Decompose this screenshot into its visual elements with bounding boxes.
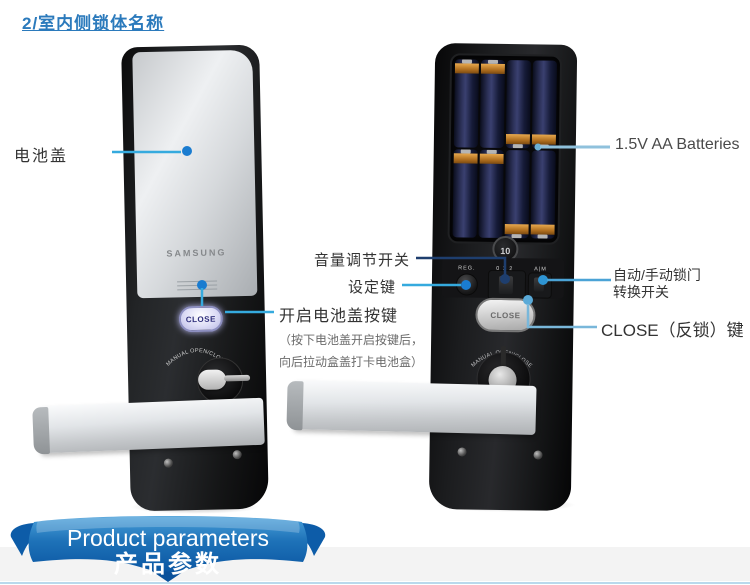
auto-manual-line-1: 自动/手动锁门 [613,267,701,283]
label-open-battery-button: 开启电池盖按键 [279,308,399,325]
note-line-1: （按下电池盖开启按键后， [279,333,424,347]
thumbturn-lever-front [197,369,227,390]
thumbturn-pin-back [500,345,507,369]
page-title: 2/室内侧锁体名称 [22,14,165,33]
battery-cover-release-grip [177,280,218,294]
door-handle-front [32,397,265,455]
label-set-key: 设定键 [347,279,396,296]
banner-text-en: Product parameters [67,525,269,551]
screw [232,450,242,460]
aa-battery [531,60,558,149]
label-battery-cover: 电池盖 [14,148,69,165]
label-volume-switch: 音量调节开关 [313,252,410,269]
screw [457,447,467,457]
aa-battery [530,150,556,239]
brand-logo: SAMSUNG [166,247,227,259]
auto-manual-switch [527,272,553,299]
aa-battery [479,59,506,148]
handle-end-cap [32,406,51,455]
volume-switch [487,269,527,301]
reg-switch-label: REG. [458,265,476,272]
banner-text-zh: 产品参数 [114,550,222,578]
door-handle-back [286,380,537,435]
label-open-battery-note: （按下电池盖开启按键后， 向后拉动盒盖打卡电池盒） [279,329,423,373]
thumbturn-pin-front [224,374,251,382]
label-auto-manual: 自动/手动锁门 转换开关 [613,267,701,301]
label-close-reverse-lock-key: CLOSE（反锁）键 [601,321,744,340]
auto-manual-line-2: 转换开关 [613,284,669,300]
aa-battery [478,149,504,238]
aa-battery [504,150,530,239]
back-lock-body: 10 REG. 0 1 2 A|M CLOSE MANUAL OPEN/CLOS… [428,43,578,511]
screw [163,458,173,468]
ribbon-gloss [36,516,300,533]
aa-battery [505,60,532,149]
close-button-back: CLOSE [475,297,536,333]
close-button-front: CLOSE [178,305,224,333]
section-ribbon: Product parameters 产品参数 [10,516,326,582]
front-lock-body: SAMSUNG CLOSE MANUAL OPEN/CLOSE [121,44,269,512]
screw [533,450,543,460]
ribbon-body [28,516,308,572]
aa-battery [452,149,478,238]
label-aa-batteries: 1.5V AA Batteries [615,136,740,153]
bottom-hairline [0,582,750,584]
aa-battery [453,59,480,148]
handle-end-cap [286,380,304,431]
battery-compartment [447,53,563,245]
battery-cover-panel: SAMSUNG [132,49,258,299]
note-line-2: 向后拉动盒盖打卡电池盒） [279,355,424,369]
